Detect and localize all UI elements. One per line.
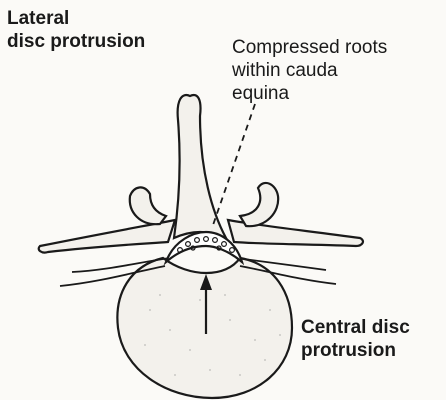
central-line-1: Central disc [301, 316, 441, 339]
lateral-disc-protrusion-label: Lateral disc protrusion [7, 7, 197, 53]
compressed-line-1: Compressed roots [232, 36, 444, 59]
lateral-line-1: Lateral [7, 7, 197, 30]
central-disc-protrusion-label: Central disc protrusion [301, 316, 441, 362]
lateral-line-2: disc protrusion [7, 30, 197, 53]
compressed-line-3: equina [232, 82, 444, 105]
compressed-line-2: within cauda [232, 59, 444, 82]
central-line-2: protrusion [301, 339, 441, 362]
compressed-roots-label: Compressed roots within cauda equina [232, 36, 444, 105]
vertebral-arch [39, 95, 363, 253]
compressed-roots-leader [212, 104, 255, 228]
